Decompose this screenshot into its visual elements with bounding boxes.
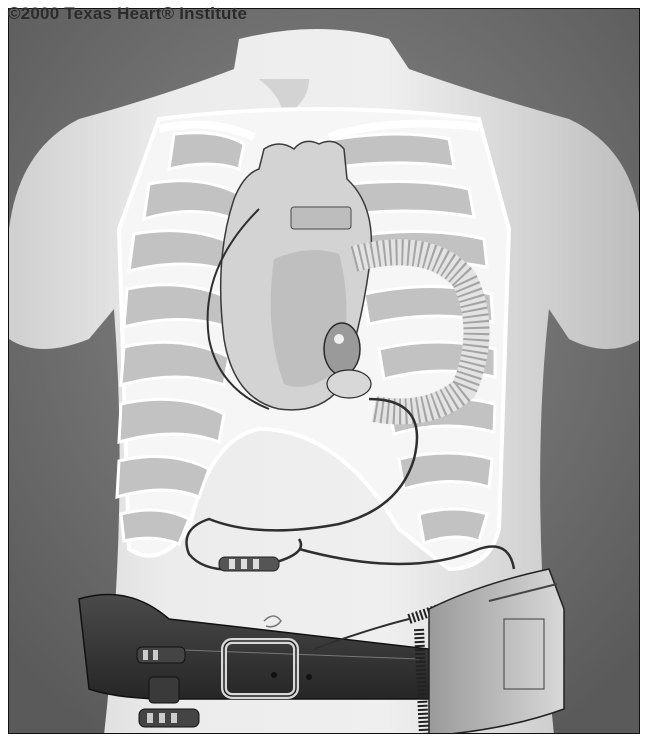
illustration-panel: [8, 8, 640, 734]
torso-illustration: [9, 9, 640, 734]
driveline-connector: [219, 557, 279, 571]
copyright-caption: ©2000 Texas Heart® Institute: [8, 4, 247, 24]
aortic-graft: [291, 207, 351, 229]
